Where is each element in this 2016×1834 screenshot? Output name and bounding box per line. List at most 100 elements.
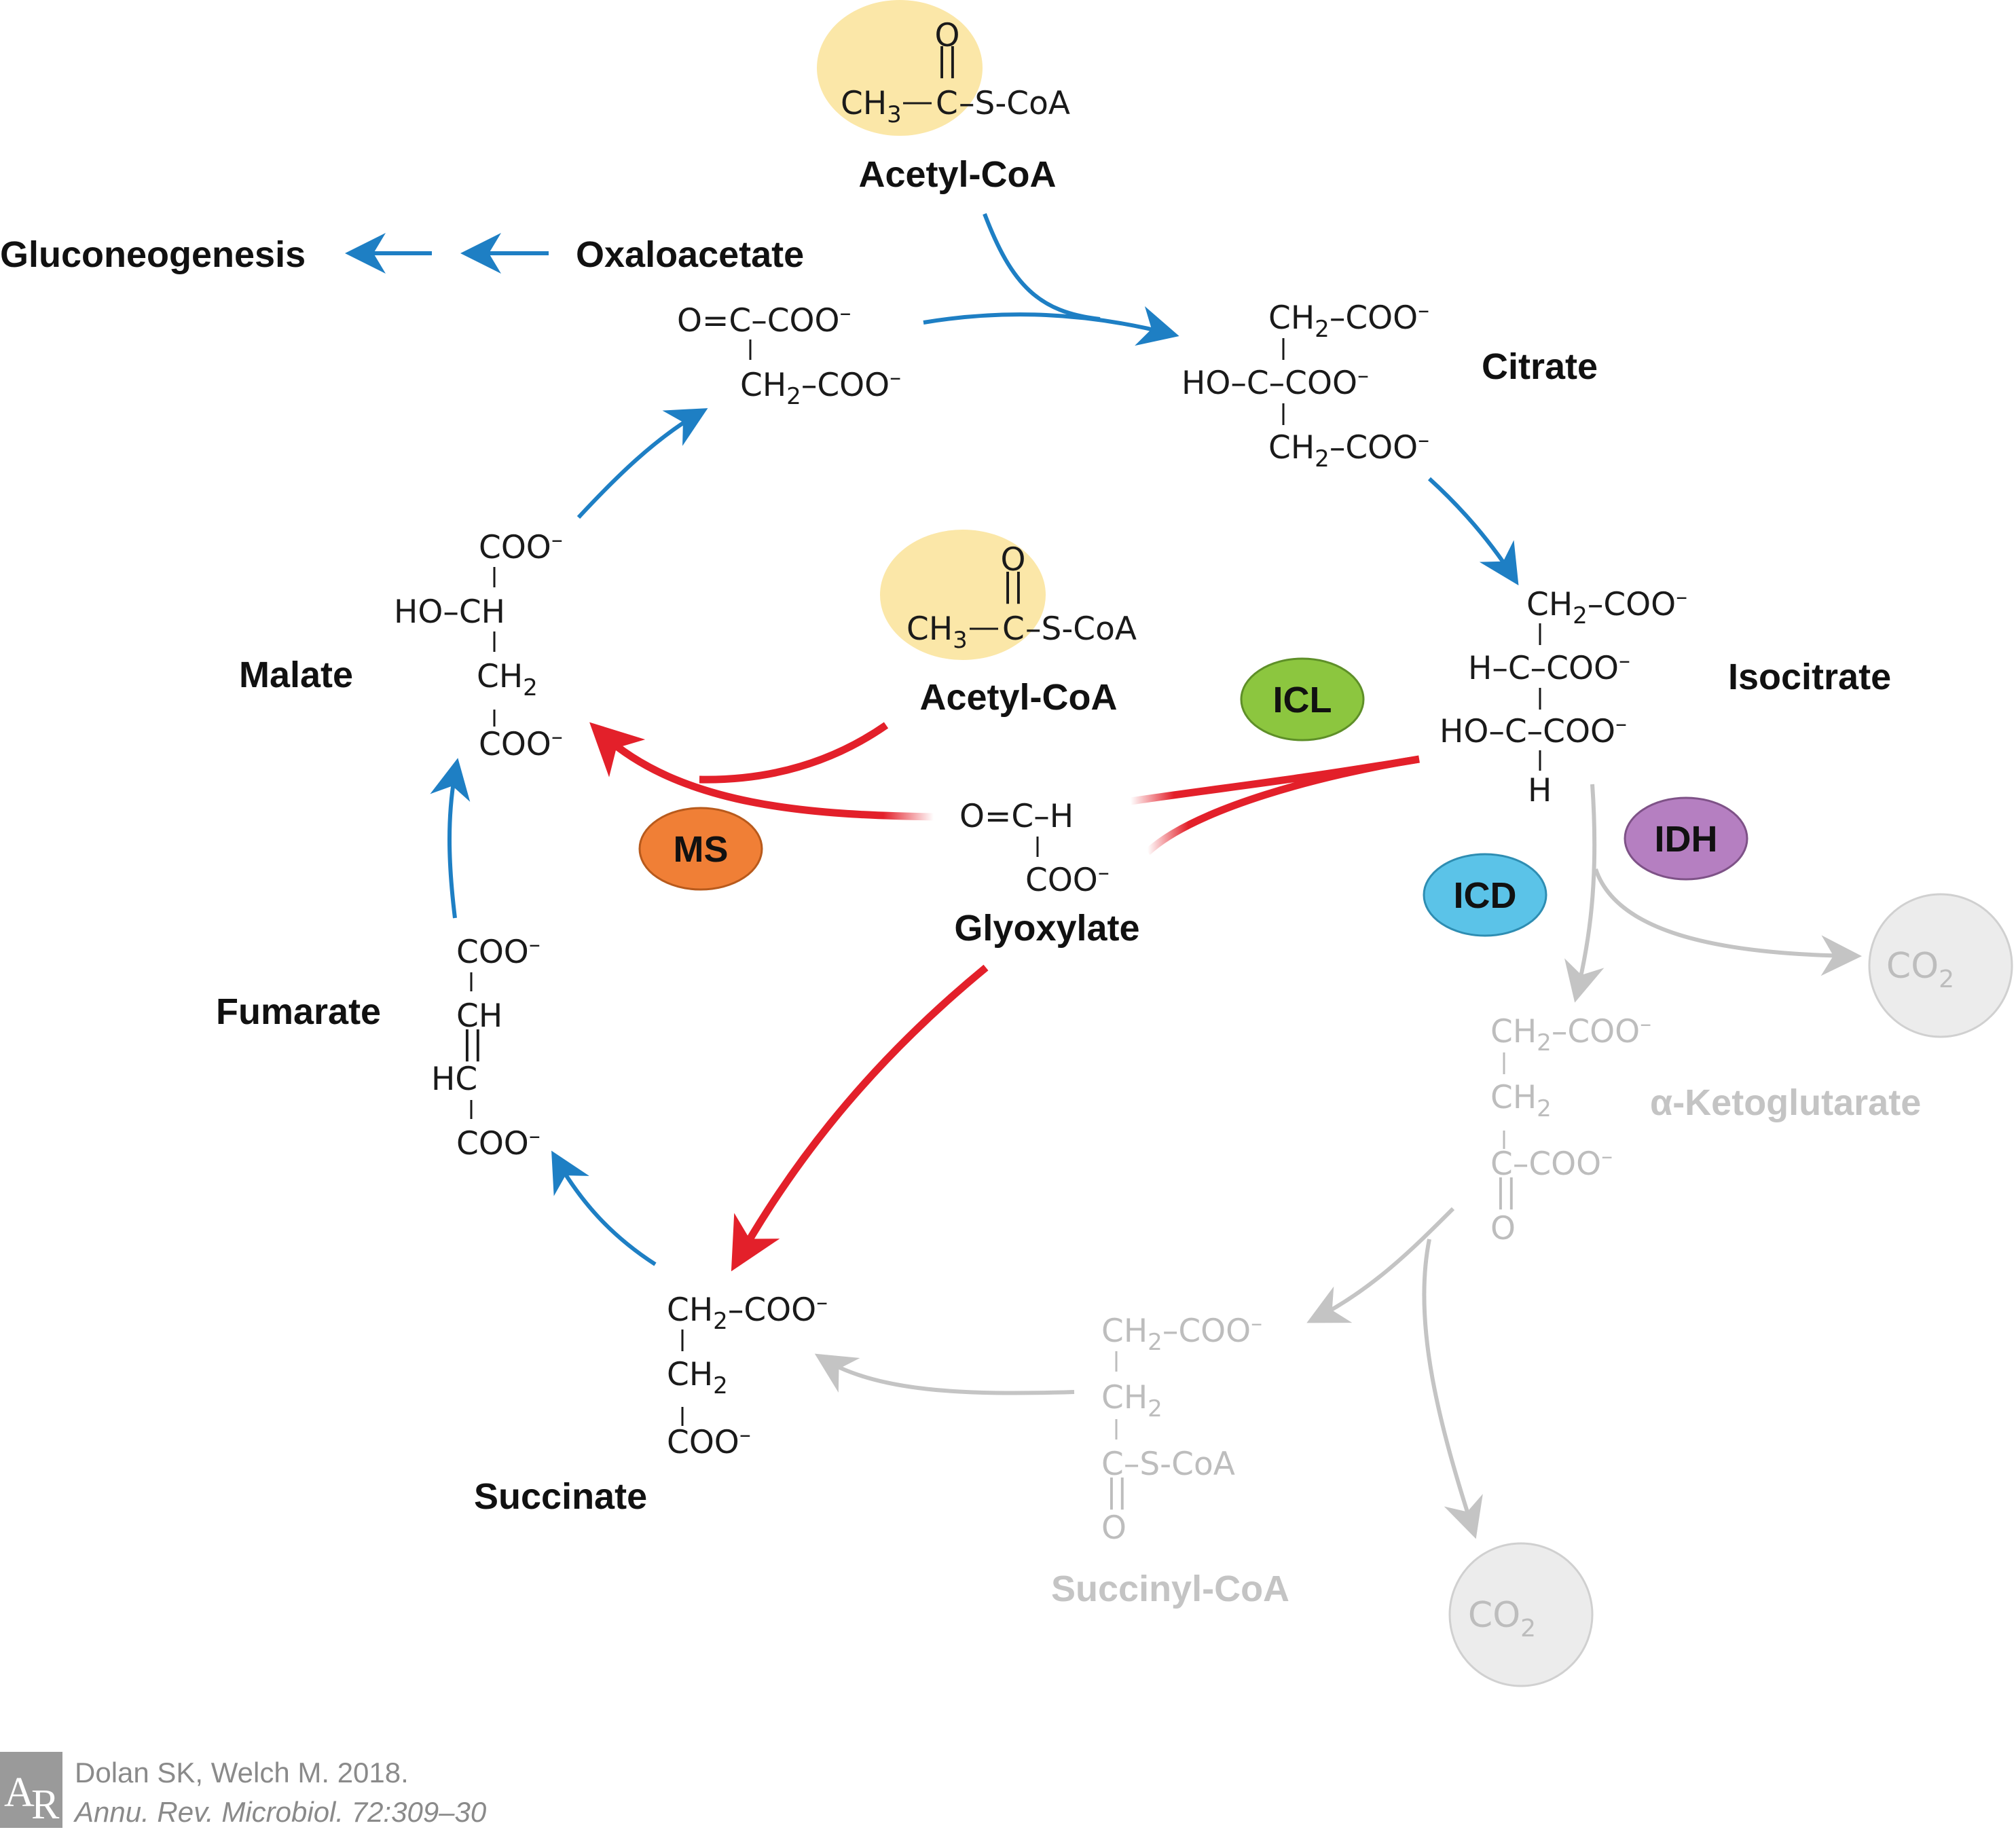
thioester-group: –S-CoA <box>1025 610 1137 648</box>
bond-double: || <box>1106 1473 1128 1510</box>
compound-succinate: CH2–COO– CH2 COO– Succinate <box>474 1289 828 1517</box>
arrow-isocitrate-to-co2 <box>1594 868 1862 976</box>
label-succinate: Succinate <box>474 1476 647 1517</box>
co2-bubble-1: CO2 <box>1868 893 2013 1038</box>
arrow-oxaloacetate-to-citrate <box>923 306 1179 346</box>
bond-double: || <box>936 41 958 79</box>
formula-ch2-coo: CH2–COO– <box>1268 297 1429 343</box>
compound-isocitrate: CH2–COO– H–C–COO– HO–C–COO– H Isocitrate <box>1440 583 1891 809</box>
formula-coo: COO– <box>479 526 563 566</box>
enzyme-idh: IDH <box>1624 796 1748 881</box>
bond-double: || <box>1002 567 1024 604</box>
label-isocitrate: Isocitrate <box>1728 657 1891 697</box>
label-acetyl-coa-top: Acetyl-CoA <box>858 154 1056 195</box>
compound-fumarate: COO– CH || HC COO– Fumarate <box>216 931 540 1162</box>
label-malate: Malate <box>239 655 353 695</box>
badge-label: ICL <box>1273 680 1332 720</box>
co2-circle <box>1868 893 2013 1038</box>
arrow-succinylcoa-to-succinate <box>814 1353 1075 1395</box>
arrow-isocitrate-to-akg <box>1564 784 1605 1003</box>
label-fumarate: Fumarate <box>216 991 381 1032</box>
formula-ch2-coo: CH2–COO– <box>1490 1010 1651 1057</box>
enzyme-ms: MS <box>638 807 763 891</box>
faded-arrows <box>814 784 1862 1539</box>
logo-letter-r: R <box>31 1782 60 1828</box>
thioester-group: –S-CoA <box>959 85 1070 122</box>
arrow-akg-to-co2 <box>1422 1239 1483 1539</box>
shunt-arrows <box>589 722 1420 1272</box>
formula-c-coo: C–COO– <box>1490 1143 1613 1183</box>
badge-shape <box>1624 796 1748 881</box>
compound-alpha-ketoglutarate: CH2–COO– CH2 C–COO– || O α-Ketoglutarate <box>1490 1010 1921 1247</box>
formula-ch2-coo: CH2–COO– <box>1101 1310 1262 1356</box>
formula-ch: CH <box>456 997 502 1035</box>
bond-double: || <box>1495 1173 1517 1210</box>
atom-o: O <box>1490 1210 1516 1247</box>
formula-ch2: CH2 <box>477 658 538 701</box>
co2-text: CO2 <box>1886 946 1954 993</box>
logo-letter-a: A <box>4 1769 35 1816</box>
arrow-isocitrate-to-glyoxylate-b <box>1145 755 1420 856</box>
acetyl-highlight <box>880 530 1046 660</box>
label-gluconeogenesis: Gluconeogenesis <box>0 234 306 275</box>
arrow-glyoxylate-to-succinate <box>731 964 989 1272</box>
label-alpha-ketoglutarate: α-Ketoglutarate <box>1650 1082 1921 1123</box>
compound-malate: COO– HO–CH CH2 COO– Malate <box>239 526 563 763</box>
formula-coo: COO– <box>667 1421 751 1461</box>
arrow-acetylcoa-to-malate <box>699 722 889 784</box>
acetyl-highlight <box>817 0 983 136</box>
badge-shape <box>638 807 763 891</box>
formula-aldehyde: O=C–H <box>959 798 1074 835</box>
atom-o: O <box>1101 1509 1126 1547</box>
badge-shape <box>1240 657 1365 741</box>
atom-h: H <box>1528 772 1552 809</box>
compound-succinyl-coa: CH2–COO– CH2 C–S-CoA || O Succinyl-CoA <box>1051 1310 1289 1609</box>
arrow-citrate-to-isocitrate <box>1427 477 1519 586</box>
formula-ketone: O=C–COO– <box>677 299 851 340</box>
formula-hc: HC <box>431 1061 477 1098</box>
formula-ch2-coo: CH2–COO– <box>667 1289 828 1335</box>
atom-o: O <box>1001 541 1026 579</box>
formula-coo: COO– <box>479 723 563 763</box>
compound-oxaloacetate: Oxaloacetate O=C–COO– CH2–COO– <box>576 234 901 410</box>
formula-ch2: CH2 <box>667 1356 728 1399</box>
formula-ch3: CH3 <box>841 85 902 128</box>
formula-ho-c-coo: HO–C–COO– <box>1181 362 1369 402</box>
formula-coo: COO– <box>456 931 540 971</box>
co2-text: CO2 <box>1468 1595 1536 1643</box>
citation-authors: Dolan SK, Welch M. 2018. <box>75 1757 409 1789</box>
atom-c: C <box>1002 610 1025 648</box>
label-succinyl-coa: Succinyl-CoA <box>1051 1569 1289 1609</box>
atom-c: C <box>936 85 958 122</box>
arrow-acetylcoa-to-citrate <box>983 213 1101 321</box>
atom-o: O <box>935 17 960 54</box>
arrow-succinate-to-fumarate <box>551 1150 657 1266</box>
citation: A R Dolan SK, Welch M. 2018. Annu. Rev. … <box>0 1752 487 1828</box>
publisher-logo <box>0 1752 62 1828</box>
label-oxaloacetate: Oxaloacetate <box>576 234 804 275</box>
formula-c-scoa: C–S-CoA <box>1101 1446 1235 1483</box>
label-citrate: Citrate <box>1482 346 1598 387</box>
badge-label: ICD <box>1454 875 1517 916</box>
formula-ch2-coo: CH2–COO– <box>740 364 901 410</box>
cycle-arrows <box>345 213 1519 1266</box>
compound-acetyl-coa-top: O || CH3 C –S-CoA Acetyl-CoA <box>817 0 1070 195</box>
badge-label: IDH <box>1655 819 1718 860</box>
bond-double: || <box>462 1025 483 1062</box>
compound-glyoxylate: O=C–H COO– Glyoxylate <box>954 798 1139 949</box>
arrow-malate-to-oxaloacetate <box>576 408 708 519</box>
compound-citrate: CH2–COO– HO–C–COO– CH2–COO– Citrate <box>1181 297 1598 473</box>
badge-label: MS <box>674 829 729 870</box>
formula-ch3: CH3 <box>906 610 968 654</box>
formula-coo: COO– <box>456 1122 540 1162</box>
compound-acetyl-coa-mid: O || CH3 C –S-CoA Acetyl-CoA <box>880 530 1137 718</box>
enzyme-icd: ICD <box>1423 853 1547 937</box>
enzyme-icl: ICL <box>1240 657 1365 741</box>
co2-circle <box>1448 1542 1594 1687</box>
label-acetyl-coa-mid: Acetyl-CoA <box>919 677 1117 718</box>
arrow-fumarate-to-malate <box>430 758 471 919</box>
formula-ho-c-coo: HO–C–COO– <box>1440 710 1627 750</box>
formula-ch2-coo: CH2–COO– <box>1526 583 1687 629</box>
co2-bubble-2: CO2 <box>1448 1542 1594 1687</box>
